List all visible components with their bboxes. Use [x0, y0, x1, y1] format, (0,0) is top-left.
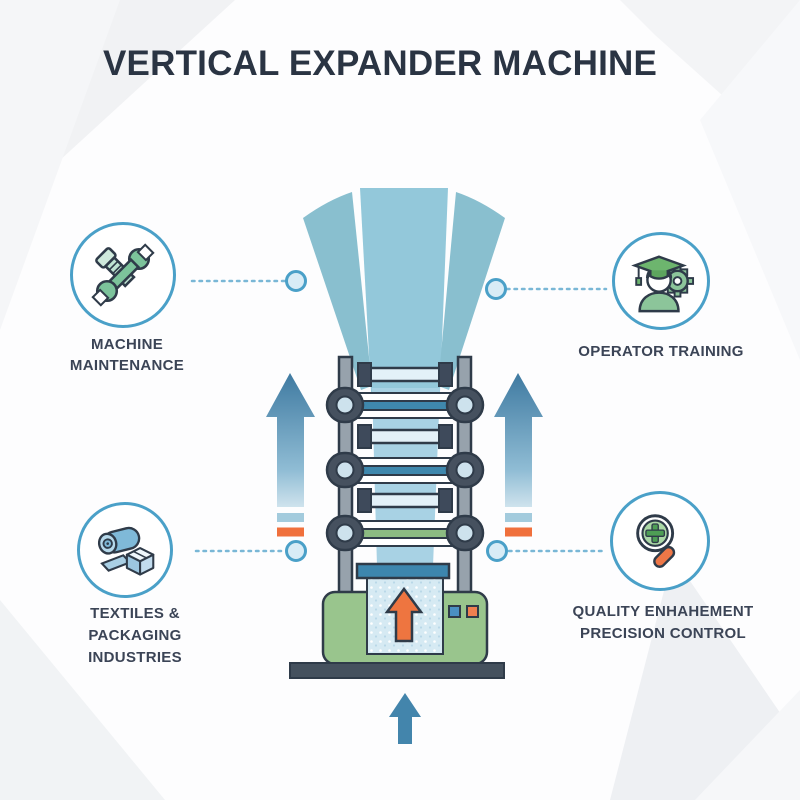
tension-bar: [357, 488, 453, 513]
tension-bars: [357, 362, 453, 513]
fabric-roll-and-box-icon: [97, 526, 155, 576]
feature-label-textiles-packaging: TEXTILES & PACKAGING INDUSTRIES: [35, 603, 235, 669]
fabric-flare-left: [303, 192, 372, 390]
right-up-arrow-icon: [494, 373, 543, 507]
left-dash-orange: [277, 527, 304, 537]
label-line: OPERATOR TRAINING: [578, 343, 744, 360]
page-title: VERTICAL EXPANDER MACHINE: [103, 44, 658, 83]
right-dash-orange: [505, 527, 532, 537]
fabric-flare-center: [360, 188, 448, 392]
label-line: MAINTENANCE: [69, 357, 185, 374]
fabric-flare-right: [438, 192, 505, 390]
feature-circle-quality-precision[interactable]: [610, 491, 710, 591]
roller-assembly: [325, 386, 485, 424]
label-line: QUALITY ENHAHEMENT: [572, 603, 754, 620]
label-line: INDUSTRIES: [88, 649, 182, 666]
right-dash-blue: [505, 513, 532, 522]
graduation-cap-icon: [631, 255, 687, 286]
feature-label-machine-maintenance: MACHINE MAINTENANCE: [27, 334, 227, 376]
connector-node: [285, 270, 307, 292]
dotted-connectors: [190, 279, 608, 553]
feature-label-quality-precision: QUALITY ENHAHEMENT PRECISION CONTROL: [553, 601, 773, 645]
feed-tray: [355, 562, 451, 655]
roller-assemblies: [325, 386, 485, 552]
orange-button[interactable]: [466, 605, 479, 618]
tension-bar: [357, 362, 453, 387]
label-line: PRECISION CONTROL: [580, 625, 746, 642]
left-up-arrow-icon: [266, 373, 315, 507]
label-line: MACHINE: [90, 336, 164, 353]
label-line: TEXTILES &: [90, 605, 180, 622]
left-dash-blue: [277, 513, 304, 522]
label-line: PACKAGING: [88, 627, 182, 644]
bottom-feed-arrow-icon: [389, 693, 421, 744]
feed-up-arrow-icon: [384, 586, 424, 643]
wrench-and-bolt-icon: [91, 243, 155, 307]
feature-circle-textiles-packaging[interactable]: [77, 502, 173, 598]
side-flow-arrows: [266, 373, 543, 537]
roller-assembly: [325, 451, 485, 489]
packaging-box-icon: [125, 547, 155, 576]
control-buttons: [448, 605, 479, 618]
tension-bar: [357, 424, 453, 449]
feature-circle-operator-training[interactable]: [612, 232, 710, 330]
connector-node: [486, 540, 508, 562]
connector-node: [285, 540, 307, 562]
feature-label-operator-training: OPERATOR TRAINING: [561, 341, 761, 362]
graduate-operator-gear-icon: [631, 255, 695, 313]
machine-frame-posts: [337, 355, 473, 659]
roller-assembly: [325, 514, 485, 552]
feature-circle-machine-maintenance[interactable]: [70, 222, 176, 328]
fabric-flare: [303, 188, 505, 392]
plus-icon: [645, 523, 666, 544]
magnifier-handle: [653, 545, 676, 568]
wrench-icon: [91, 243, 155, 307]
connector-nodes: [285, 270, 508, 562]
tray-bar: [355, 562, 451, 580]
blue-button[interactable]: [448, 605, 461, 618]
connector-node: [485, 278, 507, 300]
base-platform: [289, 662, 505, 679]
fabric-roll-icon: [97, 526, 141, 572]
magnifier-plus-icon: [636, 514, 676, 568]
